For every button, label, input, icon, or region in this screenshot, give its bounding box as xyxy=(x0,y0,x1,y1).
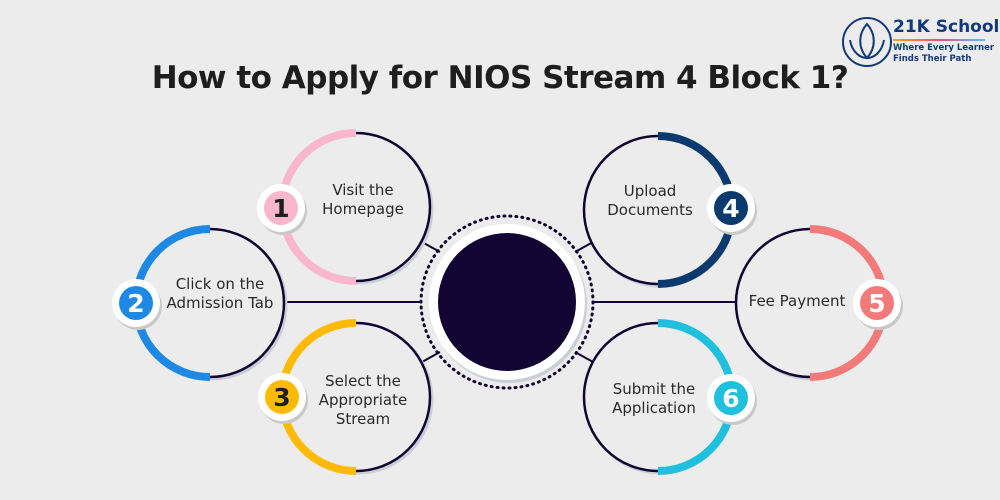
connector-line xyxy=(574,351,594,363)
step-3-label: Select the Appropriate Stream xyxy=(318,372,408,428)
step-2: 2 xyxy=(112,225,288,381)
step-number: 6 xyxy=(722,384,739,413)
logo-underline xyxy=(893,39,985,41)
step-number: 4 xyxy=(722,194,739,223)
step-1-label: Visit the Homepage xyxy=(322,181,404,218)
step-1: 1 xyxy=(257,129,434,285)
step-number: 5 xyxy=(868,289,885,318)
step-4: 4 xyxy=(582,132,757,288)
step-6: 6 xyxy=(582,319,757,475)
logo-tagline: Where Every Learner Finds Their Path xyxy=(893,43,994,65)
step-5-label: Fee Payment xyxy=(748,292,846,310)
step-2-label: Click on the Admission Tab xyxy=(166,275,274,312)
step-4-label: Upload Documents xyxy=(607,182,693,219)
logo-name: 21K School xyxy=(893,17,1000,37)
step-3: 3 xyxy=(258,319,434,475)
step-6-label: Submit the Application xyxy=(612,380,696,417)
tagline-line-1: Where Every Learner xyxy=(893,43,995,53)
step-5: 5 xyxy=(734,225,903,381)
center-hub xyxy=(419,214,595,390)
page-title: How to Apply for NIOS Stream 4 Block 1? xyxy=(151,60,849,96)
connector-line xyxy=(574,241,594,253)
step-number: 2 xyxy=(127,289,144,318)
tagline-line-2: Finds Their Path xyxy=(893,54,972,64)
center-circle xyxy=(438,233,576,371)
step-number: 1 xyxy=(272,194,289,223)
step-number: 3 xyxy=(273,383,290,412)
